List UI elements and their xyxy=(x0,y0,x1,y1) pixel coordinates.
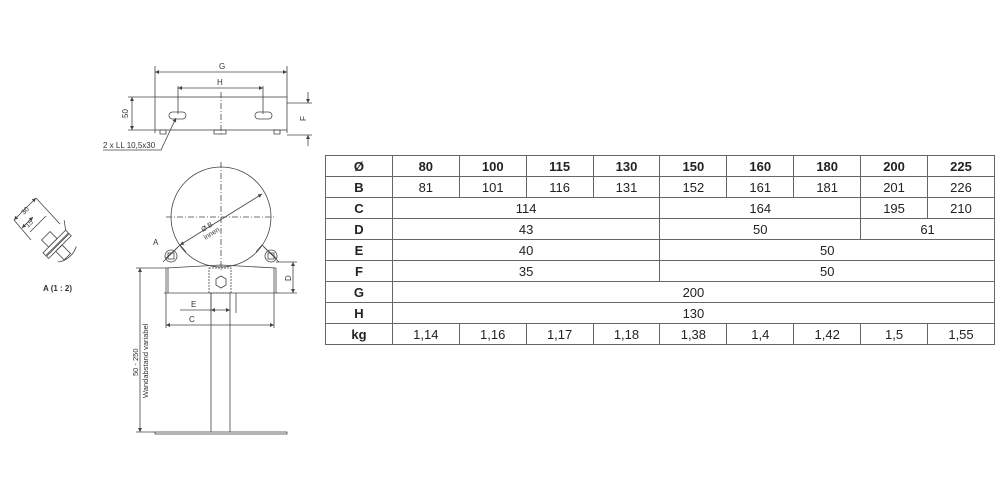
cell: 50 xyxy=(659,239,995,261)
cell: 1,18 xyxy=(592,323,661,345)
cell: 35 xyxy=(391,260,661,282)
dimension-table: Ø 80 100 115 130 150 160 180 200 225 B 8… xyxy=(325,155,996,345)
cell: 130 xyxy=(592,155,661,177)
cell: 1,55 xyxy=(927,323,995,345)
dim-h-label: H xyxy=(217,78,223,87)
cell: 114 xyxy=(391,197,661,219)
detail-a: 30 15 A (1 : 2) xyxy=(13,197,77,293)
detail-caption: A (1 : 2) xyxy=(43,284,72,293)
table-row-g: G 200 xyxy=(325,281,996,303)
dim-d-label: D xyxy=(284,275,293,281)
cell: 164 xyxy=(659,197,862,219)
cell: 210 xyxy=(927,197,995,219)
cell: 152 xyxy=(659,176,728,198)
technical-drawing: G H 50 F 2 x LL 10,5x30 Ø B innen A xyxy=(13,62,312,435)
table-row-b: B 81 101 116 131 152 161 181 201 226 xyxy=(325,176,995,198)
cell: 50 xyxy=(659,260,995,282)
slot-left xyxy=(168,111,187,120)
cell: 180 xyxy=(793,155,862,177)
cell: 160 xyxy=(726,155,795,177)
table-row-e: E 40 50 xyxy=(325,239,995,261)
table-row-c: C 114 164 195 210 xyxy=(325,197,995,219)
row-label: G xyxy=(325,281,393,303)
cell: 1,17 xyxy=(525,323,594,345)
cell: 1,14 xyxy=(391,323,460,345)
row-label: C xyxy=(325,197,393,219)
cell: 115 xyxy=(525,155,594,177)
cell: 116 xyxy=(525,176,594,198)
cell: 50 xyxy=(659,218,862,240)
row-label: B xyxy=(325,176,393,198)
detail-marker-a: A xyxy=(153,238,159,247)
dim-e-label: E xyxy=(191,300,196,309)
cell: 1,4 xyxy=(726,323,795,345)
cell: 80 xyxy=(391,155,460,177)
table-row-h: H 130 xyxy=(325,302,996,324)
cell: 43 xyxy=(391,218,661,240)
range-label: 50 - 250 xyxy=(131,348,140,376)
hole-note: 2 x LL 10,5x30 xyxy=(103,141,156,150)
dim-30-label: 30 xyxy=(20,206,31,217)
cell: 61 xyxy=(860,218,995,240)
dim-50-label: 50 xyxy=(121,109,130,118)
row-label: E xyxy=(325,239,393,261)
cell: 200 xyxy=(860,155,928,177)
cell: 101 xyxy=(458,176,527,198)
cell: 1,38 xyxy=(659,323,728,345)
front-view: Ø B innen A D E C 50 - 250 Wandabstand v… xyxy=(131,162,297,435)
slot-right xyxy=(254,111,273,120)
table-header-row: Ø 80 100 115 130 150 160 180 200 225 xyxy=(325,155,995,177)
dim-f-label: F xyxy=(299,116,308,121)
cell: 40 xyxy=(391,239,661,261)
row-label: Ø xyxy=(325,155,393,177)
table-row-kg: kg 1,14 1,16 1,17 1,18 1,38 1,4 1,42 1,5… xyxy=(325,323,995,345)
dim-g-label: G xyxy=(219,62,225,71)
cell: 100 xyxy=(458,155,527,177)
cell: 181 xyxy=(793,176,862,198)
cell: 161 xyxy=(726,176,795,198)
cell: 195 xyxy=(860,197,928,219)
cell: 201 xyxy=(860,176,928,198)
cell: 1,42 xyxy=(793,323,862,345)
cell: 131 xyxy=(592,176,661,198)
top-view: G H 50 F 2 x LL 10,5x30 xyxy=(103,62,312,151)
cell: 130 xyxy=(391,302,996,324)
cell: 225 xyxy=(927,155,995,177)
cell: 1,16 xyxy=(458,323,527,345)
table-row-f: F 35 50 xyxy=(325,260,995,282)
row-label: H xyxy=(325,302,393,324)
row-label: D xyxy=(325,218,393,240)
dim-15-label: 15 xyxy=(24,219,35,230)
cell: 81 xyxy=(391,176,460,198)
table-row-d: D 43 50 61 xyxy=(325,218,995,240)
range-note: Wandabstand variabel xyxy=(141,323,150,398)
cell: 1,5 xyxy=(860,323,928,345)
row-label: kg xyxy=(325,323,393,345)
cell: 150 xyxy=(659,155,728,177)
row-label: F xyxy=(325,260,393,282)
dim-c-label: C xyxy=(189,315,195,324)
cell: 200 xyxy=(391,281,996,303)
cell: 226 xyxy=(927,176,995,198)
